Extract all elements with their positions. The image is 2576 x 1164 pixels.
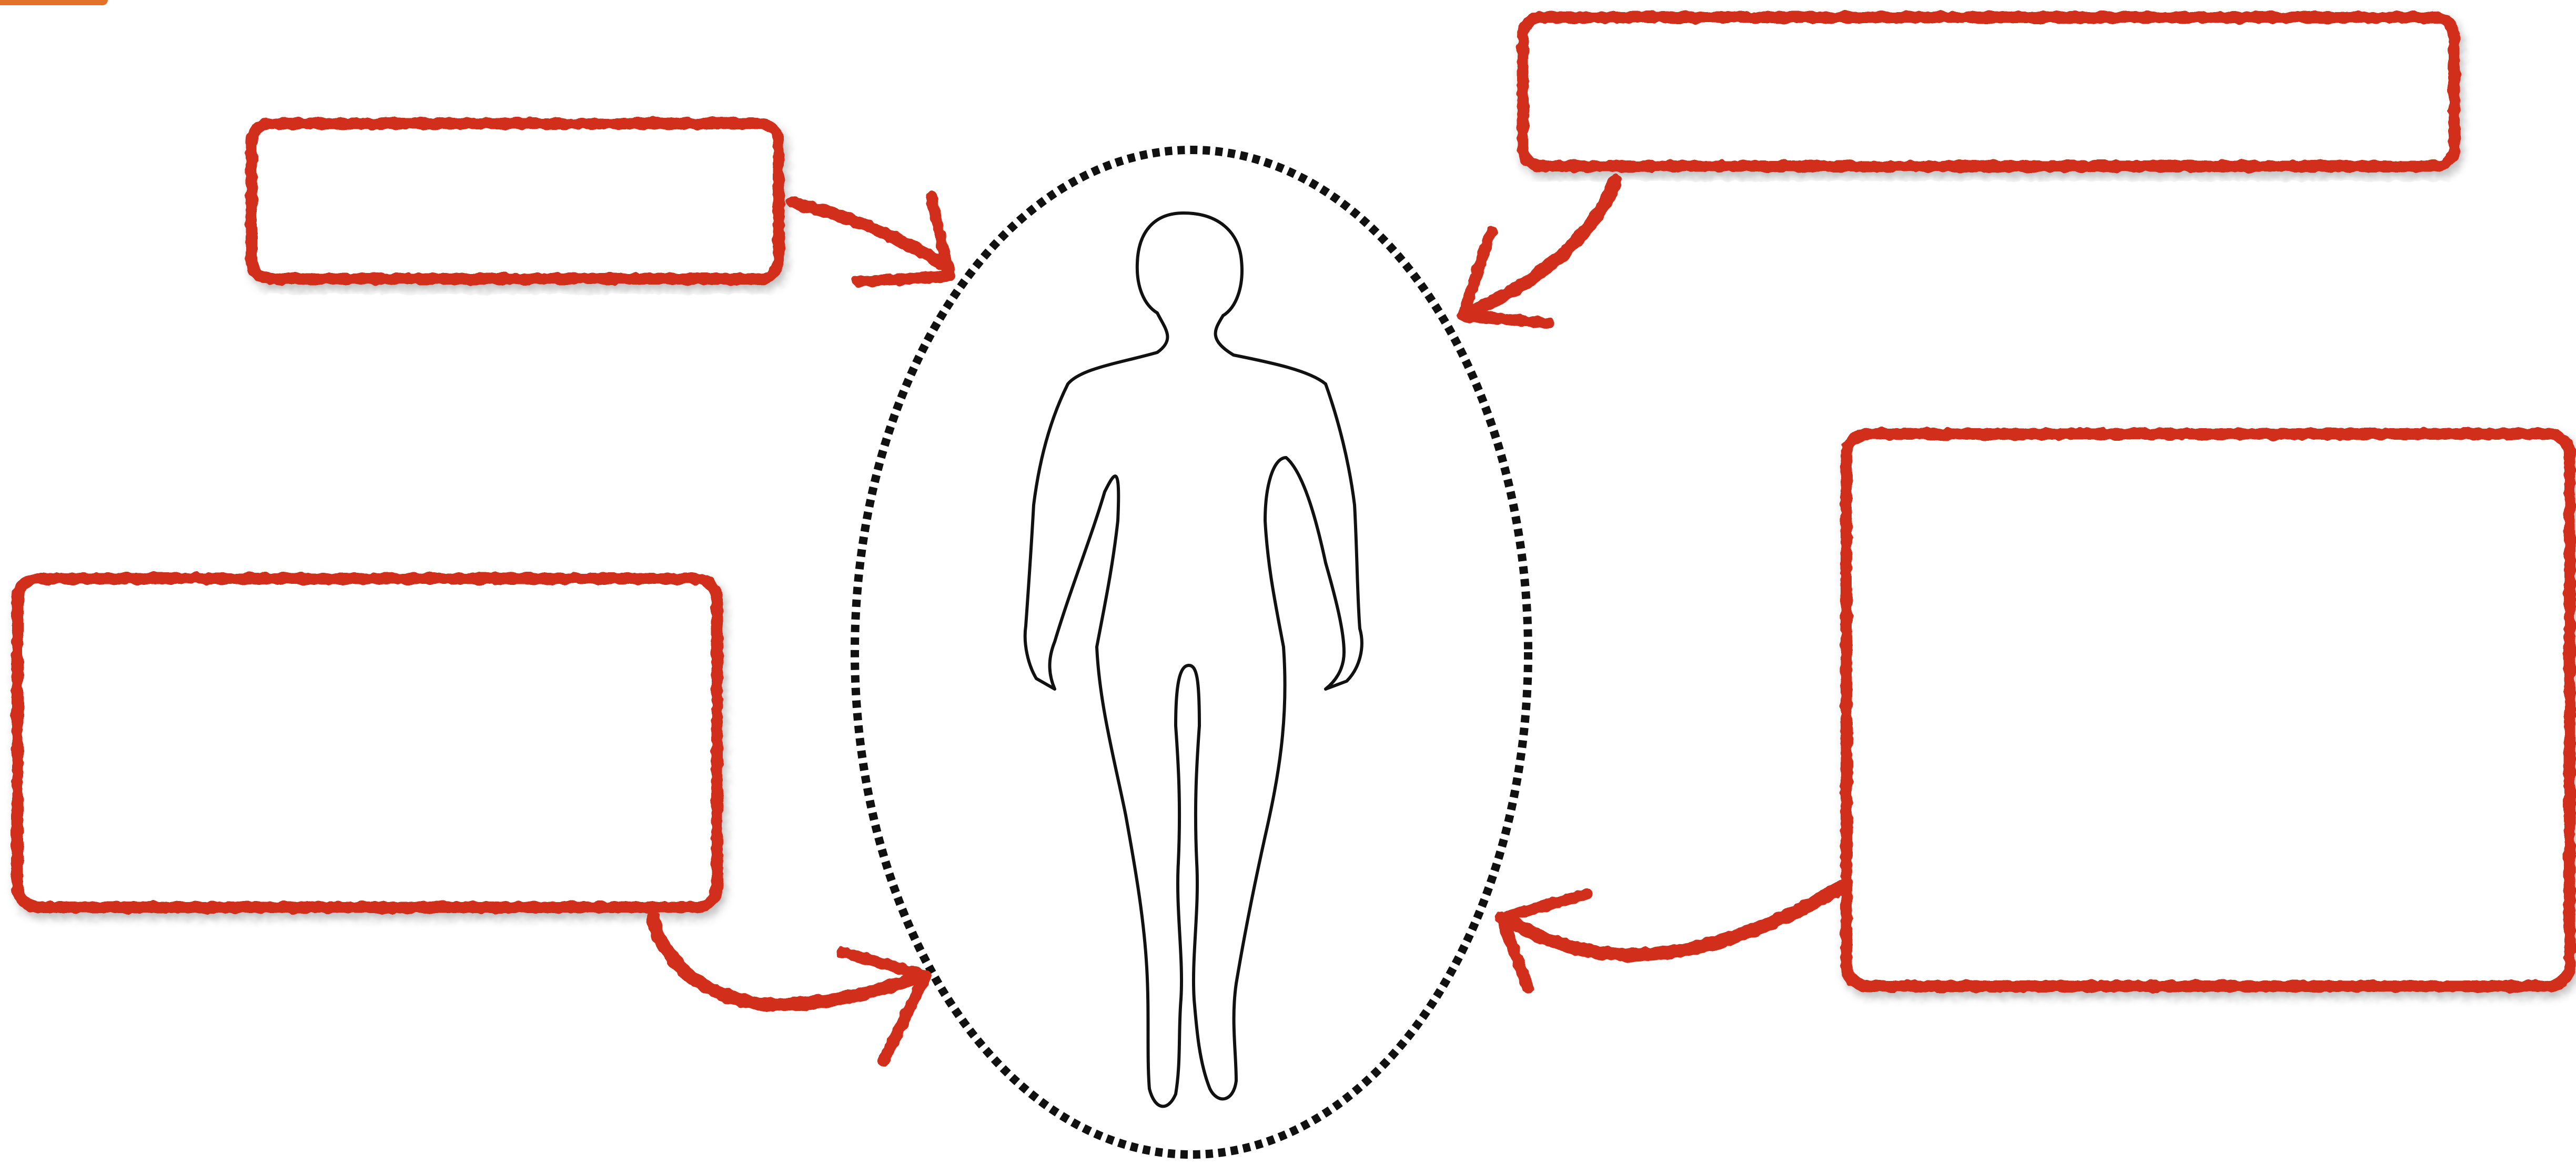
box-top-left xyxy=(251,124,779,279)
box-bottom-left xyxy=(17,579,717,907)
arrow-bottom-right xyxy=(1502,884,1846,989)
arrow-top-right xyxy=(1462,181,1615,323)
box-top-right xyxy=(1523,17,2454,166)
center-ellipse xyxy=(855,150,1528,1155)
arrow-top-left xyxy=(792,197,949,281)
box-bottom-right xyxy=(1846,434,2570,986)
human-silhouette-icon xyxy=(1025,213,1362,1106)
arrow-bottom-left xyxy=(652,918,926,1060)
